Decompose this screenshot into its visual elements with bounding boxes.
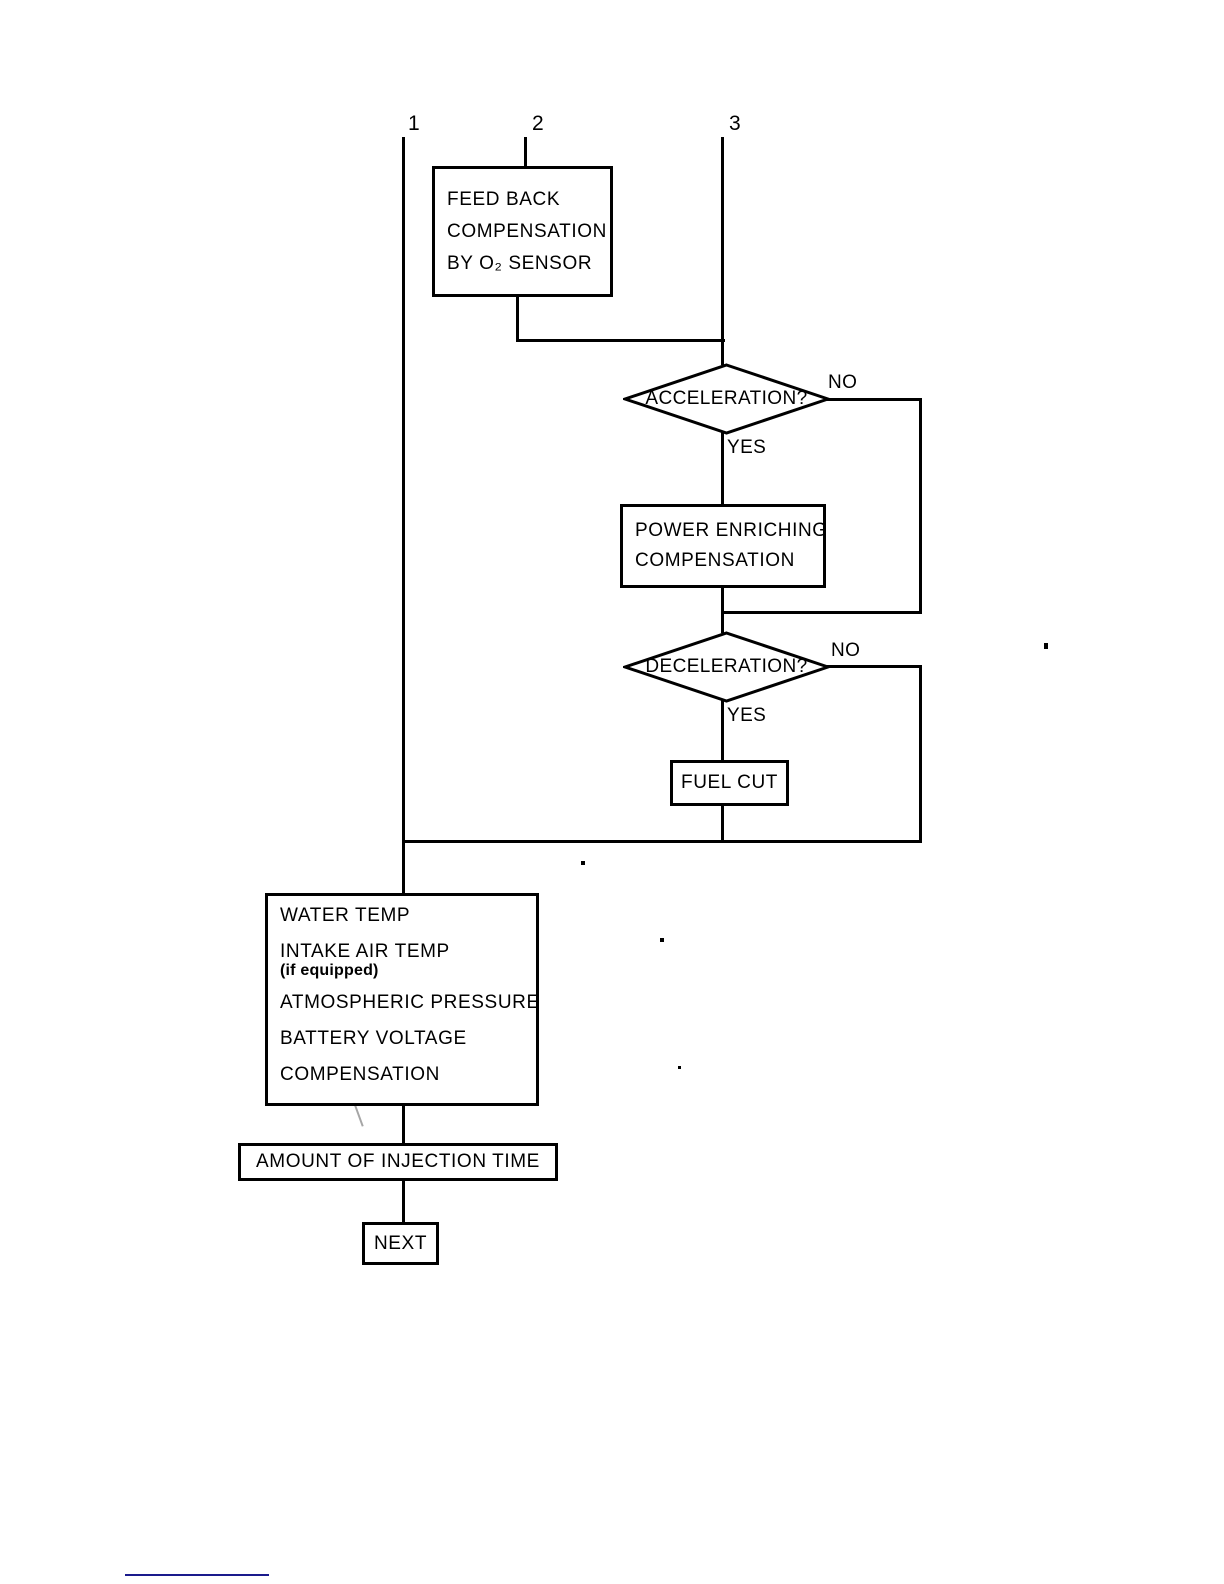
fuel-cut-label: FUEL CUT xyxy=(681,772,778,793)
edge-label-acceleration-no: NO xyxy=(828,372,858,393)
connector-injection-to-next xyxy=(402,1180,405,1224)
connector-deceleration-no-horizontal xyxy=(824,665,922,668)
decision-deceleration: DECELERATION? xyxy=(623,631,830,703)
node-sensor-compensation: WATER TEMP INTAKE AIR TEMP (if equipped)… xyxy=(265,893,539,1106)
scan-streak-artifact xyxy=(354,1105,364,1127)
sensor-line-intake-air-temp: INTAKE AIR TEMP xyxy=(280,940,450,962)
scan-speck-artifact xyxy=(1044,643,1048,649)
connector-acceleration-yes xyxy=(721,432,724,505)
sensor-line-water-temp: WATER TEMP xyxy=(280,905,411,926)
decision-acceleration: ACCELERATION? xyxy=(623,363,830,435)
scan-speck-artifact xyxy=(678,1066,681,1069)
edge-label-deceleration-yes: YES xyxy=(727,705,767,726)
power-line-1: POWER ENRICHING xyxy=(635,520,828,541)
connector-feedback-down xyxy=(516,297,519,342)
connector-fuel-cut-down xyxy=(721,805,724,843)
branch-number-1: 1 xyxy=(408,112,420,135)
sensor-line-atmospheric-pressure: ATMOSPHERIC PRESSURE xyxy=(280,991,540,1013)
feedback-line-2: COMPENSATION xyxy=(447,220,607,242)
connector-branch-2-stub xyxy=(524,137,527,168)
connector-feedback-right xyxy=(516,339,725,342)
decision-acceleration-label: ACCELERATION? xyxy=(645,388,808,409)
node-fuel-cut: FUEL CUT xyxy=(670,760,789,806)
branch-number-3: 3 xyxy=(729,112,741,135)
decision-deceleration-label: DECELERATION? xyxy=(645,656,808,677)
node-feedback-compensation: FEED BACK COMPENSATION BY O₂ SENSOR xyxy=(432,166,613,297)
connector-acceleration-no-horizontal xyxy=(824,398,922,401)
connector-branch-1-vertical xyxy=(402,137,405,840)
connector-branch-3-vertical xyxy=(721,137,724,365)
connector-power-to-deceleration xyxy=(721,587,724,633)
connector-deceleration-no-vertical xyxy=(919,665,922,841)
injection-time-label: AMOUNT OF INJECTION TIME xyxy=(256,1151,540,1172)
sensor-line-battery-voltage: BATTERY VOLTAGE xyxy=(280,1027,467,1049)
scan-speck-artifact xyxy=(660,938,664,942)
connector-sensor-to-injection xyxy=(402,1105,405,1145)
connector-acceleration-no-vertical xyxy=(919,398,922,614)
node-power-enriching-compensation: POWER ENRICHING COMPENSATION xyxy=(620,504,828,588)
node-next: NEXT xyxy=(362,1222,439,1265)
scan-speck-artifact xyxy=(581,861,585,865)
sensor-line-compensation: COMPENSATION xyxy=(280,1063,440,1085)
branch-number-2: 2 xyxy=(532,112,544,135)
connector-deceleration-yes xyxy=(721,700,724,761)
power-line-2: COMPENSATION xyxy=(635,550,795,571)
edge-label-acceleration-yes: YES xyxy=(727,437,767,458)
next-label: NEXT xyxy=(373,1232,428,1254)
footer-rule xyxy=(125,1574,269,1576)
connector-merge-to-sensor-box xyxy=(402,840,405,895)
edge-label-deceleration-no: NO xyxy=(831,640,861,661)
node-amount-of-injection-time: AMOUNT OF INJECTION TIME xyxy=(238,1143,558,1181)
connector-merge-rail xyxy=(402,840,922,843)
sensor-note-if-equipped: (if equipped) xyxy=(280,961,379,979)
feedback-line-3: BY O₂ SENSOR xyxy=(447,252,593,274)
feedback-line-1: FEED BACK xyxy=(447,188,561,210)
connector-acceleration-no-merge xyxy=(721,611,922,614)
